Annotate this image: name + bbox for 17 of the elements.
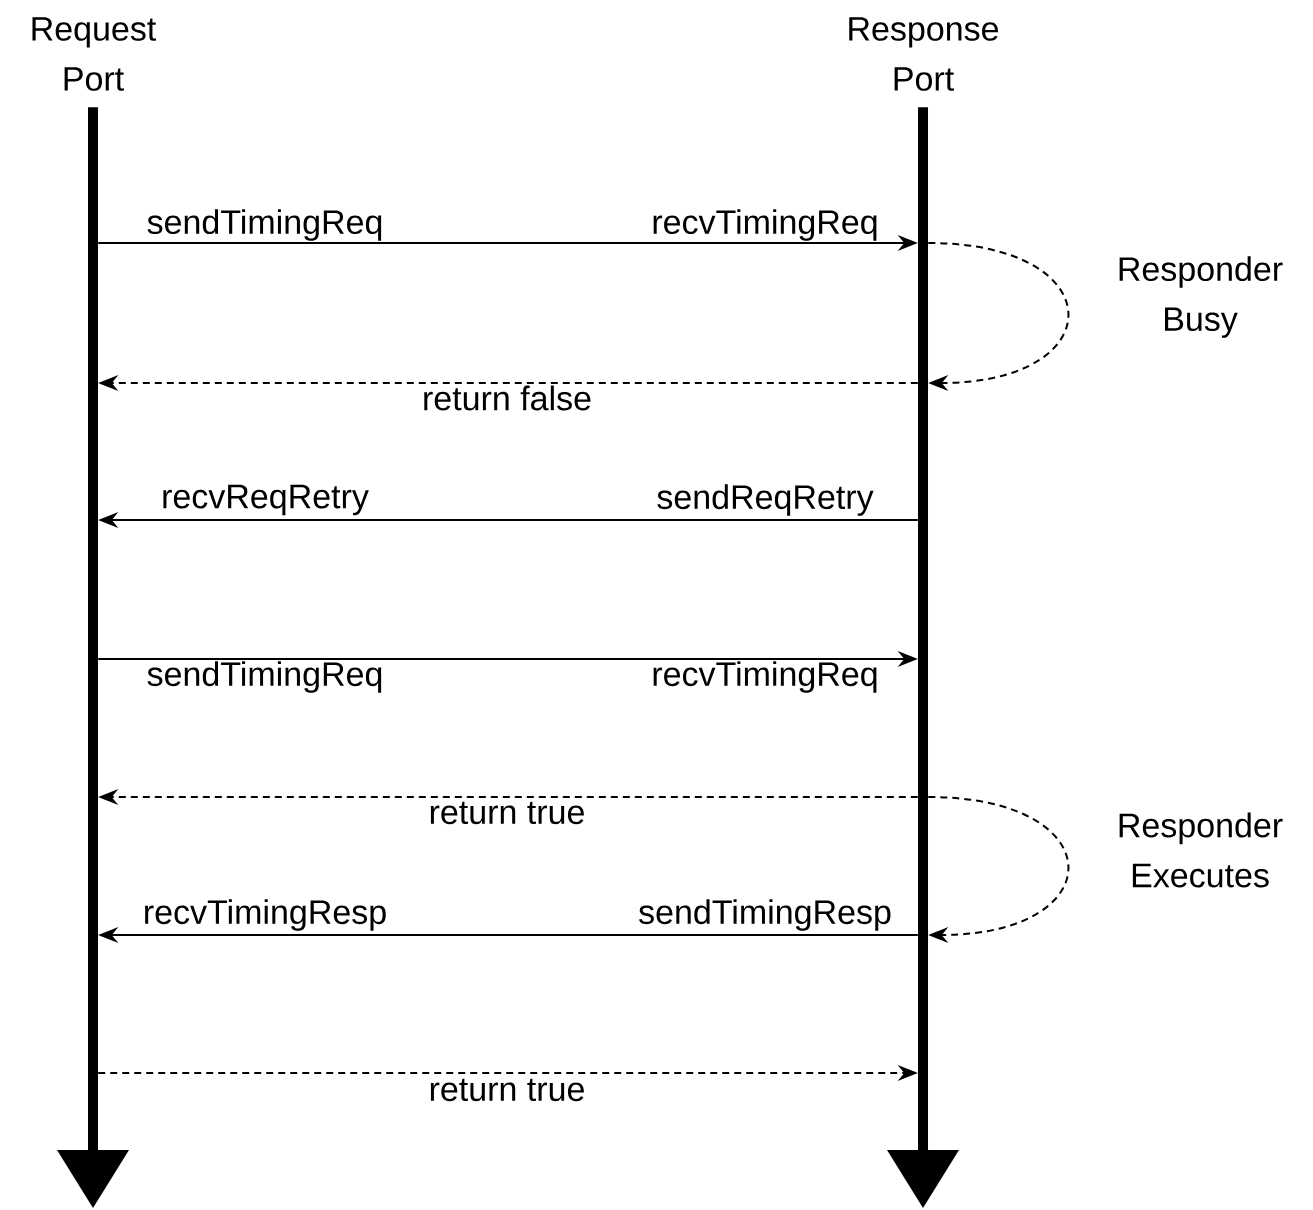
message-label: sendTimingReq <box>147 661 382 693</box>
note-label: Responder Busy <box>1119 256 1283 338</box>
edge-label: return true <box>427 800 587 826</box>
message-label: recvTimingReq <box>653 209 877 241</box>
arrow <box>927 242 1070 392</box>
note-label: Responder Executes <box>1119 812 1283 888</box>
message-label: sendTimingReq <box>147 209 382 241</box>
node-label: Request Port <box>32 17 157 91</box>
message-label: recvReqRetry <box>163 484 369 516</box>
edge-label: return false <box>420 384 594 412</box>
message-label: sendReqRetry <box>657 484 874 516</box>
message-label: recvTimingResp <box>145 899 386 931</box>
node-label: Response Port <box>849 17 999 91</box>
message-label: sendTimingResp <box>639 899 891 931</box>
edge-label: return true <box>427 1077 587 1103</box>
arrow <box>927 796 1070 944</box>
message-label: recvTimingReq <box>653 661 877 693</box>
